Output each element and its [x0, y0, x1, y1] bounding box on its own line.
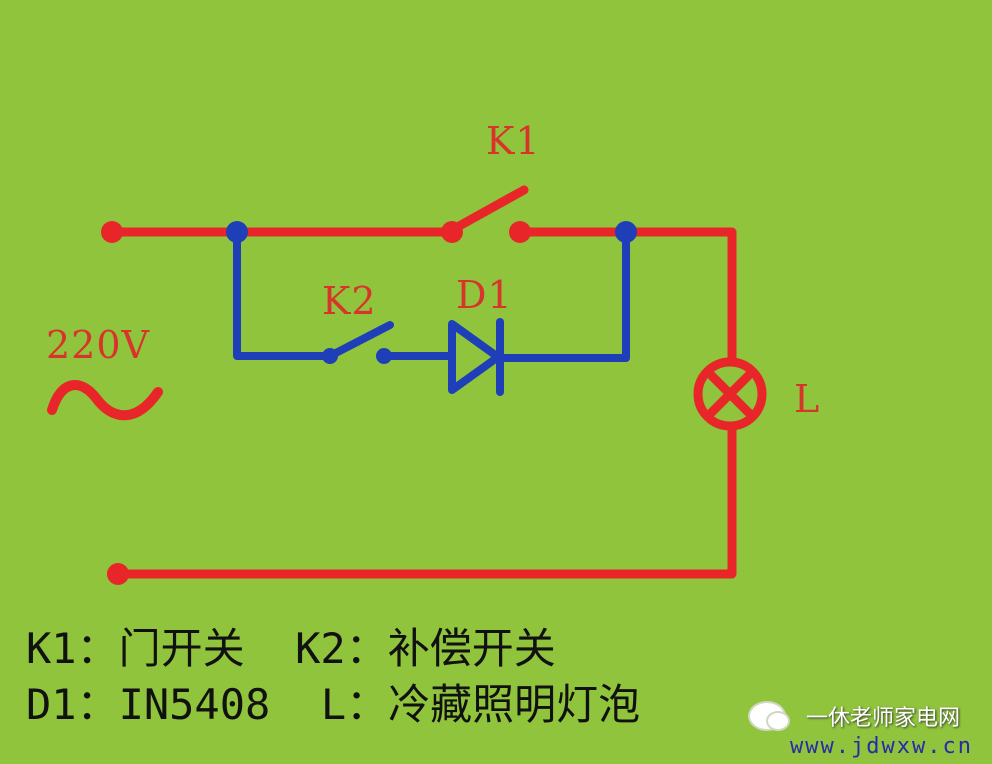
watermark-url: www.jdwxw.cn	[790, 734, 973, 759]
lamp-circle	[693, 357, 767, 431]
k2-label: K2	[322, 279, 377, 323]
return-wire	[113, 421, 737, 579]
k2-contact-right	[376, 348, 392, 364]
watermark: 一休老师家电网	[748, 700, 960, 732]
junction-left	[226, 221, 248, 243]
watermark-name: 一休老师家电网	[806, 706, 961, 731]
terminal-bottom	[107, 563, 129, 585]
branch-circuit	[233, 228, 630, 396]
main-circuit-terminals	[101, 221, 531, 585]
main-circuit	[47, 185, 767, 579]
branch-wire-right	[496, 228, 630, 362]
top-wire-right	[515, 227, 737, 367]
branch-nodes	[226, 221, 637, 364]
ac-wave	[47, 380, 163, 421]
wechat-icon	[748, 701, 790, 731]
lamp-label: L	[794, 377, 821, 421]
lamp-cross-b	[703, 367, 757, 421]
d1-label: D1	[456, 273, 513, 317]
k1-contact-right	[509, 221, 531, 243]
k2-switch-blade	[326, 321, 394, 360]
k1-contact-left	[441, 221, 463, 243]
voltage-label: 220V	[46, 323, 150, 367]
legend-line-2: D1：IN5408 L：冷藏照明灯泡	[26, 680, 641, 729]
k1-switch-blade	[447, 185, 529, 235]
k1-label: K1	[486, 119, 541, 163]
junction-right	[615, 221, 637, 243]
branch-wire-left	[233, 228, 334, 360]
diode-triangle	[448, 320, 502, 394]
terminal-top	[101, 221, 123, 243]
legend-line-1: K1：门开关 K2：补偿开关	[26, 624, 556, 673]
k2-contact-left	[322, 348, 338, 364]
